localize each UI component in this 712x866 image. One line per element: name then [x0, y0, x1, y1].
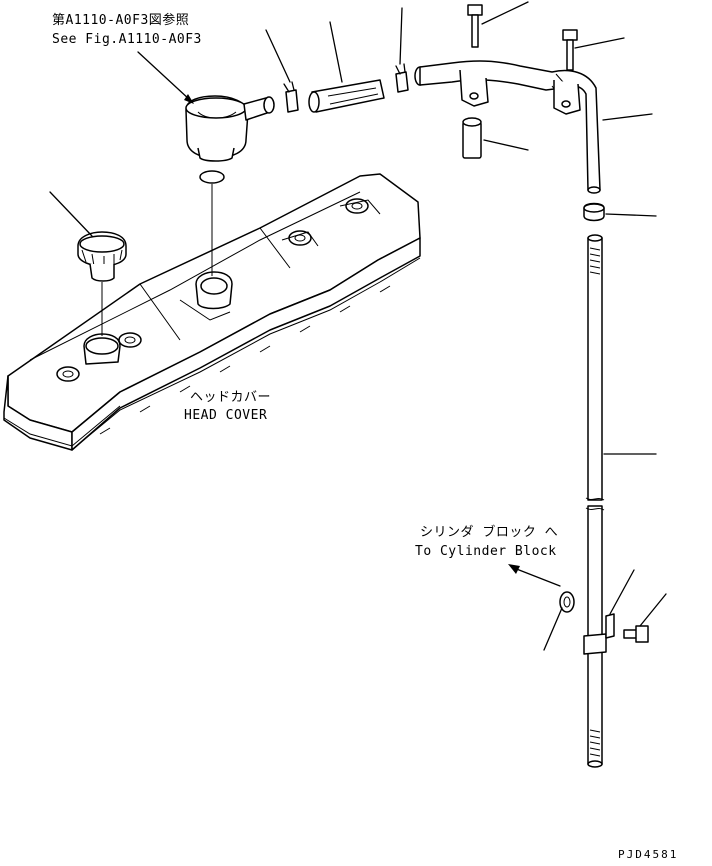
- head-cover-label-jp: ヘッドカバー: [190, 390, 272, 405]
- reference-label-jp: 第A1110-A0F3図参照: [52, 13, 190, 28]
- cylinder-block-label-en: To Cylinder Block: [415, 544, 557, 559]
- oil-filler-cap: [77, 231, 127, 282]
- collar: [559, 591, 575, 613]
- guide-pipe-upper: [587, 234, 603, 501]
- breather-body: [185, 95, 275, 162]
- bolt-upper-right: [562, 29, 578, 71]
- head-cover-label-en: HEAD COVER: [184, 408, 268, 423]
- hose-clamp-right: [395, 63, 409, 93]
- bolt-lower: [623, 625, 649, 643]
- cylinder-block-label-jp: シリンダ ブロック へ: [420, 525, 559, 540]
- gasket: [199, 170, 225, 184]
- breather-tube: [414, 60, 601, 194]
- hose-clamp-left: [283, 81, 299, 113]
- pipe-clamp: [583, 202, 605, 222]
- drawing-code: PJD4581: [618, 848, 679, 861]
- reference-label-en: See Fig.A1110-A0F3: [52, 32, 202, 47]
- leader-lines: [49, 1, 667, 651]
- breather-hose: [308, 79, 385, 113]
- spacer: [462, 117, 482, 159]
- pipe-break: [585, 497, 605, 511]
- bolt-upper-left: [467, 4, 483, 48]
- head-cover: [3, 173, 421, 451]
- guide-pipe-lower: [583, 505, 615, 768]
